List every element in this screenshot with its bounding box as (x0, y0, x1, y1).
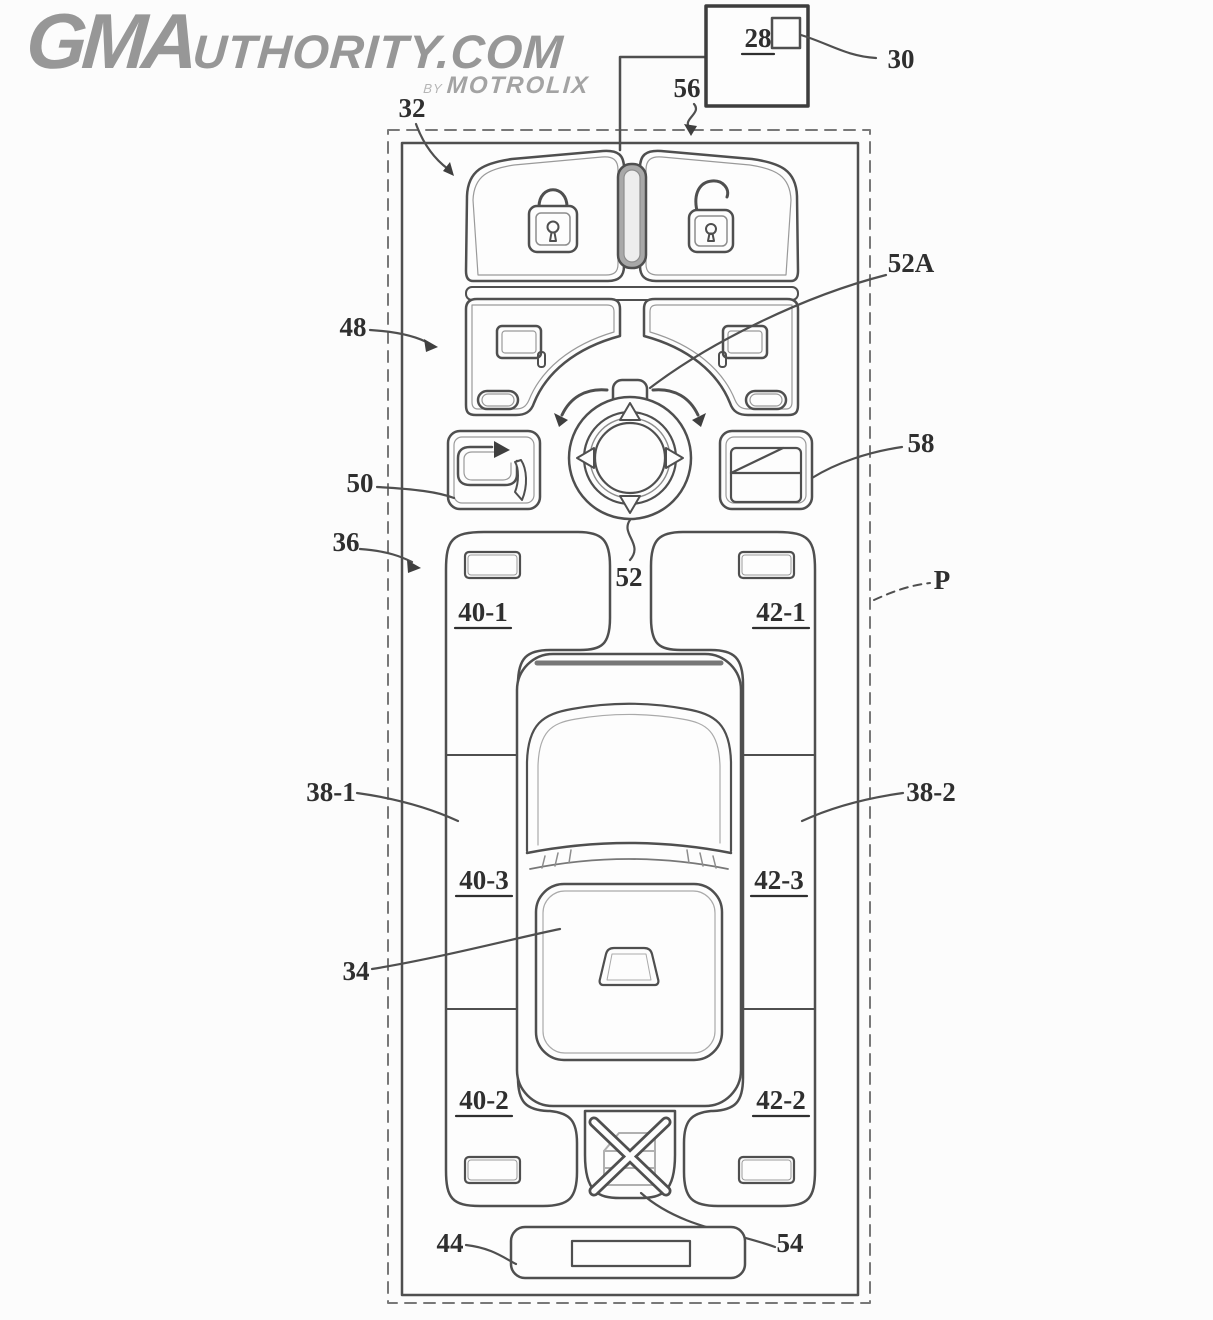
vehicle-cab-outline (525, 702, 733, 853)
vehicle-bed-outline (534, 882, 724, 1062)
ref-label-30: 30 (888, 44, 915, 74)
ref-label-40-3: 40-3 (459, 865, 509, 895)
leader-34 (370, 927, 562, 971)
zone-key-front-left (463, 550, 522, 580)
ref-label-42-2: 42-2 (756, 1085, 806, 1115)
ref-label-40-1: 40-1 (458, 597, 508, 627)
rotary-dial (567, 395, 693, 521)
leader-P (873, 582, 931, 601)
ref-label-58: 58 (908, 428, 935, 458)
ref-label-48: 48 (340, 312, 367, 342)
leader-44 (464, 1243, 518, 1266)
zone-key-rear-right (737, 1155, 796, 1185)
ref-label-54: 54 (777, 1228, 804, 1258)
dial-down-arrow-icon (619, 495, 641, 514)
rotate-left-arrow-icon (560, 388, 609, 417)
vehicle-hatch-marks (541, 849, 717, 869)
module-connector-line (618, 55, 707, 152)
crossed-liftgate-key (583, 1109, 677, 1200)
ref-label-56: 56 (674, 73, 701, 103)
ref-label-P: P (934, 565, 951, 595)
left-door-window-icon (495, 324, 546, 368)
ref-label-50: 50 (347, 468, 374, 498)
leader-36 (358, 547, 414, 564)
leader-36-arrowhead (407, 560, 421, 573)
lock-button (464, 149, 626, 283)
zone-key-front-right (737, 550, 796, 580)
ref-label-52: 52 (616, 562, 643, 592)
leader-52A (648, 273, 888, 390)
rotate-left-arrowhead (554, 413, 568, 427)
leader-38-2 (800, 791, 905, 823)
leader-32-arrowhead (443, 162, 454, 176)
zone-pad-right (649, 530, 817, 1208)
leader-52 (626, 518, 636, 562)
module-sub-square (770, 16, 802, 50)
ref-label-42-1: 42-1 (756, 597, 806, 627)
lock-buttons-lower-strip (465, 286, 799, 301)
bottom-bar-inner (570, 1239, 692, 1268)
ref-label-42-3: 42-3 (754, 865, 804, 895)
ref-label-38-1: 38-1 (306, 777, 356, 807)
ref-label-36: 36 (333, 527, 360, 557)
left-door-button (464, 297, 622, 417)
rotate-right-arrow-icon (651, 388, 700, 417)
ref-label-28: 28 (745, 23, 772, 53)
dial-up-arrow-icon (619, 402, 641, 421)
vehicle-bed-inner (542, 890, 716, 1054)
right-door-handle-icon (744, 389, 788, 411)
mirror-fold-button (446, 429, 542, 511)
bottom-bar (509, 1225, 747, 1280)
open-padlock-icon (687, 179, 735, 254)
mirror-fold-icon (456, 441, 527, 501)
ref-label-52A: 52A (888, 248, 935, 278)
rotate-right-arrowhead (692, 413, 706, 427)
vehicle-rear-window-arc2 (529, 858, 729, 870)
leader-32 (414, 122, 450, 171)
left-door-handle-icon (476, 389, 520, 411)
vehicle-graphic (515, 652, 743, 1108)
zone-key-rear-left (463, 1155, 522, 1185)
leader-58 (810, 445, 904, 480)
ref-label-40-2: 40-2 (459, 1085, 509, 1115)
vehicle-handle-icon (598, 946, 660, 987)
leader-48-arrowhead (424, 339, 438, 352)
vehicle-windshield-inner (537, 713, 721, 846)
cross-out-x-icon (588, 1116, 672, 1197)
closed-padlock-icon (527, 188, 579, 254)
leader-38-1 (355, 791, 460, 823)
boundary-dashed-outline (387, 129, 871, 1304)
dial-left-arrow-icon (576, 447, 595, 469)
dial-right-arrow-icon (665, 447, 684, 469)
window-vent-icon (729, 446, 803, 504)
ref-label-38-2: 38-2 (906, 777, 956, 807)
module-box (704, 4, 810, 108)
leader-30 (799, 33, 878, 60)
vehicle-rear-window-arc (525, 841, 733, 855)
ref-label-44: 44 (437, 1228, 464, 1258)
ref-label-32: 32 (399, 93, 426, 123)
label-underlines (453, 52, 811, 1118)
unlock-button (638, 149, 800, 283)
leader-56 (686, 102, 697, 129)
leader-56-arrowhead (684, 124, 697, 136)
ref-label-34: 34 (343, 956, 370, 986)
lock-buttons-divider (616, 162, 648, 270)
leader-50 (375, 485, 456, 500)
right-door-button (642, 297, 800, 417)
window-button (718, 429, 814, 511)
